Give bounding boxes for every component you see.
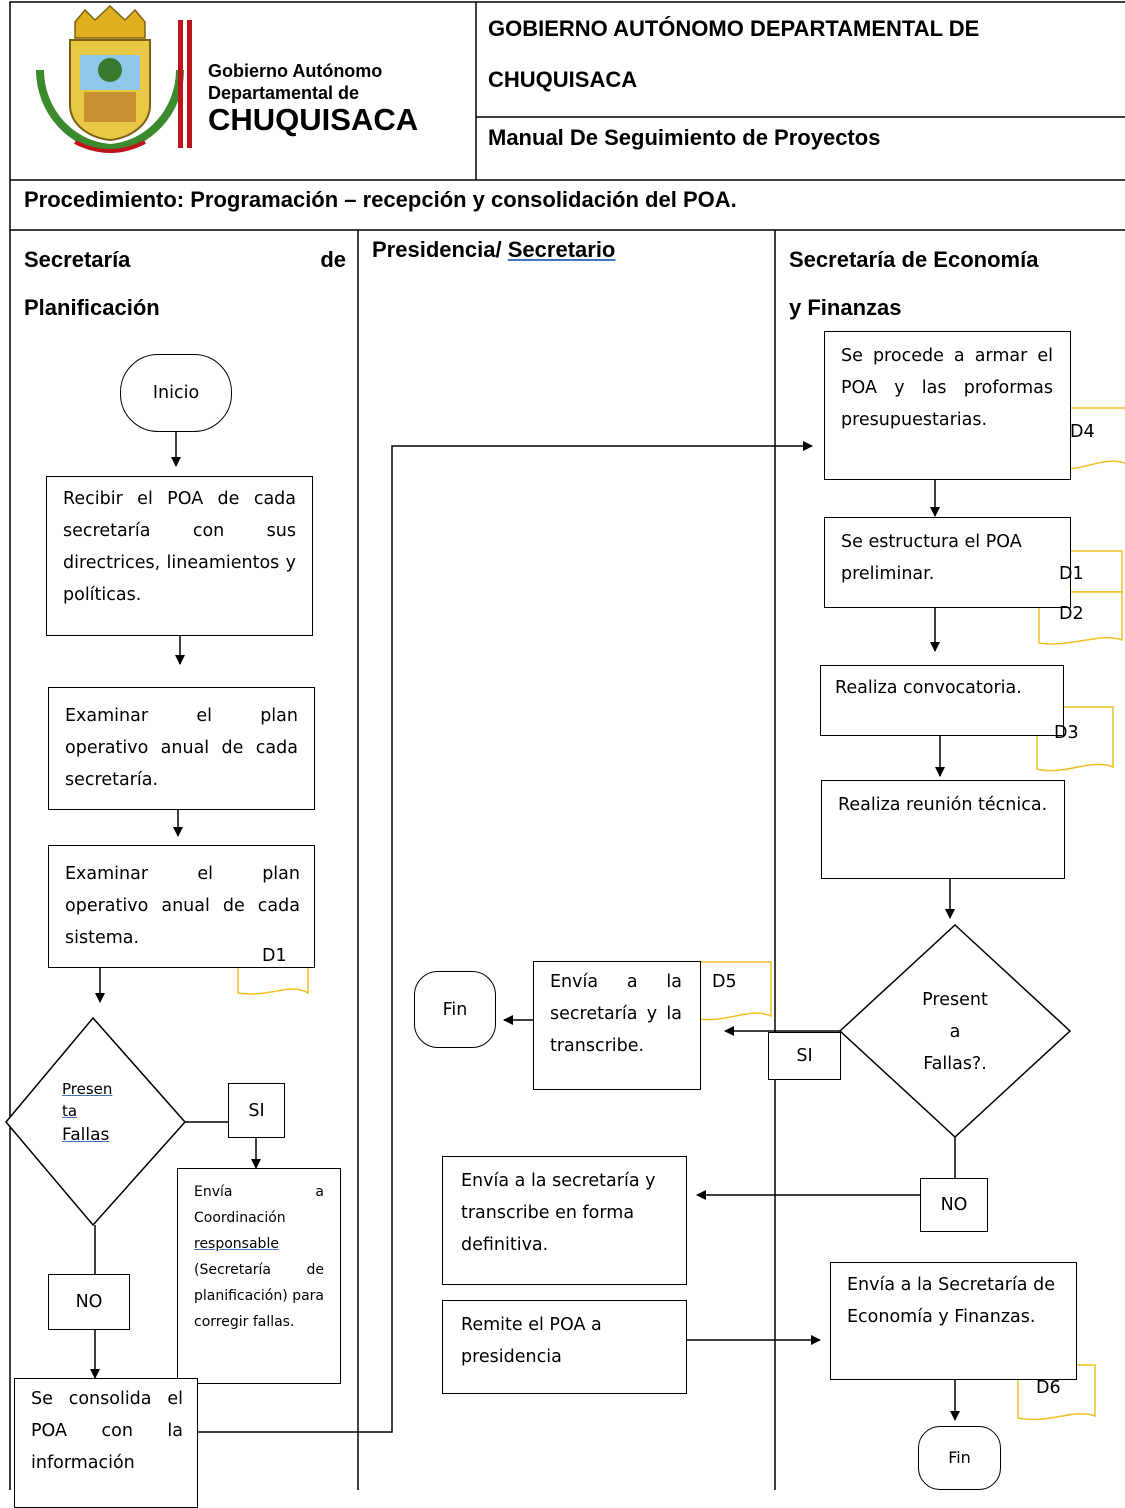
end-terminator-right: Fin: [918, 1426, 1001, 1490]
label-si-right: SI: [768, 1032, 841, 1080]
logo-red-bar-1: [178, 20, 183, 148]
logo-text-line2: Departamental de: [208, 83, 360, 103]
process-examinar-sistema: Examinar el plan operativo anual de cada…: [48, 845, 315, 968]
logo-red-bar-2: [187, 20, 192, 148]
outer-frame: [9, 1, 1125, 1490]
process-remite-poa: Remite el POA a presidencia: [442, 1300, 687, 1394]
process-estructura-poa: Se estructura el POA preliminar.: [824, 517, 1071, 608]
decision-diamond-left: [5, 1016, 187, 1227]
process-examinar-secretaria: Examinar el plan operativo anual de cada…: [48, 687, 315, 810]
end-terminator-middle: Fin: [414, 971, 496, 1048]
label-no-left: NO: [48, 1274, 130, 1330]
label-no-right: NO: [920, 1178, 988, 1232]
coat-of-arms-icon: [36, 4, 184, 153]
procedure-title: Procedimiento: Programación – recepción …: [24, 187, 737, 212]
decision-label-right: Present a Fallas?.: [922, 990, 988, 1074]
lane-header-planificacion: Secretaría de Planificación: [24, 247, 346, 320]
process-envia-definitiva: Envía a la secretaría y transcribe en fo…: [442, 1156, 687, 1285]
document-title-line1: GOBIERNO AUTÓNOMO DEPARTAMENTAL DE: [488, 16, 980, 41]
lane-header-presidencia: Presidencia/ Secretario: [372, 237, 616, 262]
doc-label-d1-left: D1: [262, 946, 287, 966]
document-title-line2: CHUQUISACA: [488, 67, 638, 92]
process-armar-poa: Se procede a armar el POA y las proforma…: [824, 331, 1071, 480]
doc-label-d1-right: D1: [1059, 564, 1084, 584]
doc-label-d2: D2: [1059, 604, 1084, 624]
process-recibir-poa: Recibir el POA de cada secretaría con su…: [46, 476, 313, 636]
process-reunion-tecnica: Realiza reunión técnica.: [821, 780, 1065, 879]
start-terminator: Inicio: [120, 354, 232, 432]
doc-label-d4: D4: [1070, 422, 1095, 442]
process-envia-transcribe: Envía a la secretaría y la transcribe.: [533, 961, 701, 1090]
process-consolida-poa: Se consolida el POA con la información: [14, 1378, 198, 1508]
logo-text-line3: CHUQUISACA: [208, 102, 419, 137]
label-si-left: SI: [228, 1083, 285, 1138]
process-envia-economia: Envía a la Secretaría de Economía y Fina…: [830, 1262, 1077, 1380]
process-envia-coordinacion: Envía a Coordinación responsable (Secret…: [177, 1168, 341, 1384]
decision-label-left: Presen ta Fallas: [62, 1080, 113, 1145]
doc-label-d5: D5: [712, 972, 737, 992]
doc-label-d3: D3: [1054, 723, 1079, 743]
logo-text-line1: Gobierno Autónomo: [208, 61, 383, 81]
doc-label-d6: D6: [1036, 1378, 1061, 1398]
process-convocatoria: Realiza convocatoria.: [820, 665, 1064, 736]
lane-header-economia: Secretaría de Economía y Finanzas: [789, 247, 1039, 320]
decision-diamond-right: [838, 923, 1072, 1139]
manual-subtitle: Manual De Seguimiento de Proyectos: [488, 125, 881, 150]
